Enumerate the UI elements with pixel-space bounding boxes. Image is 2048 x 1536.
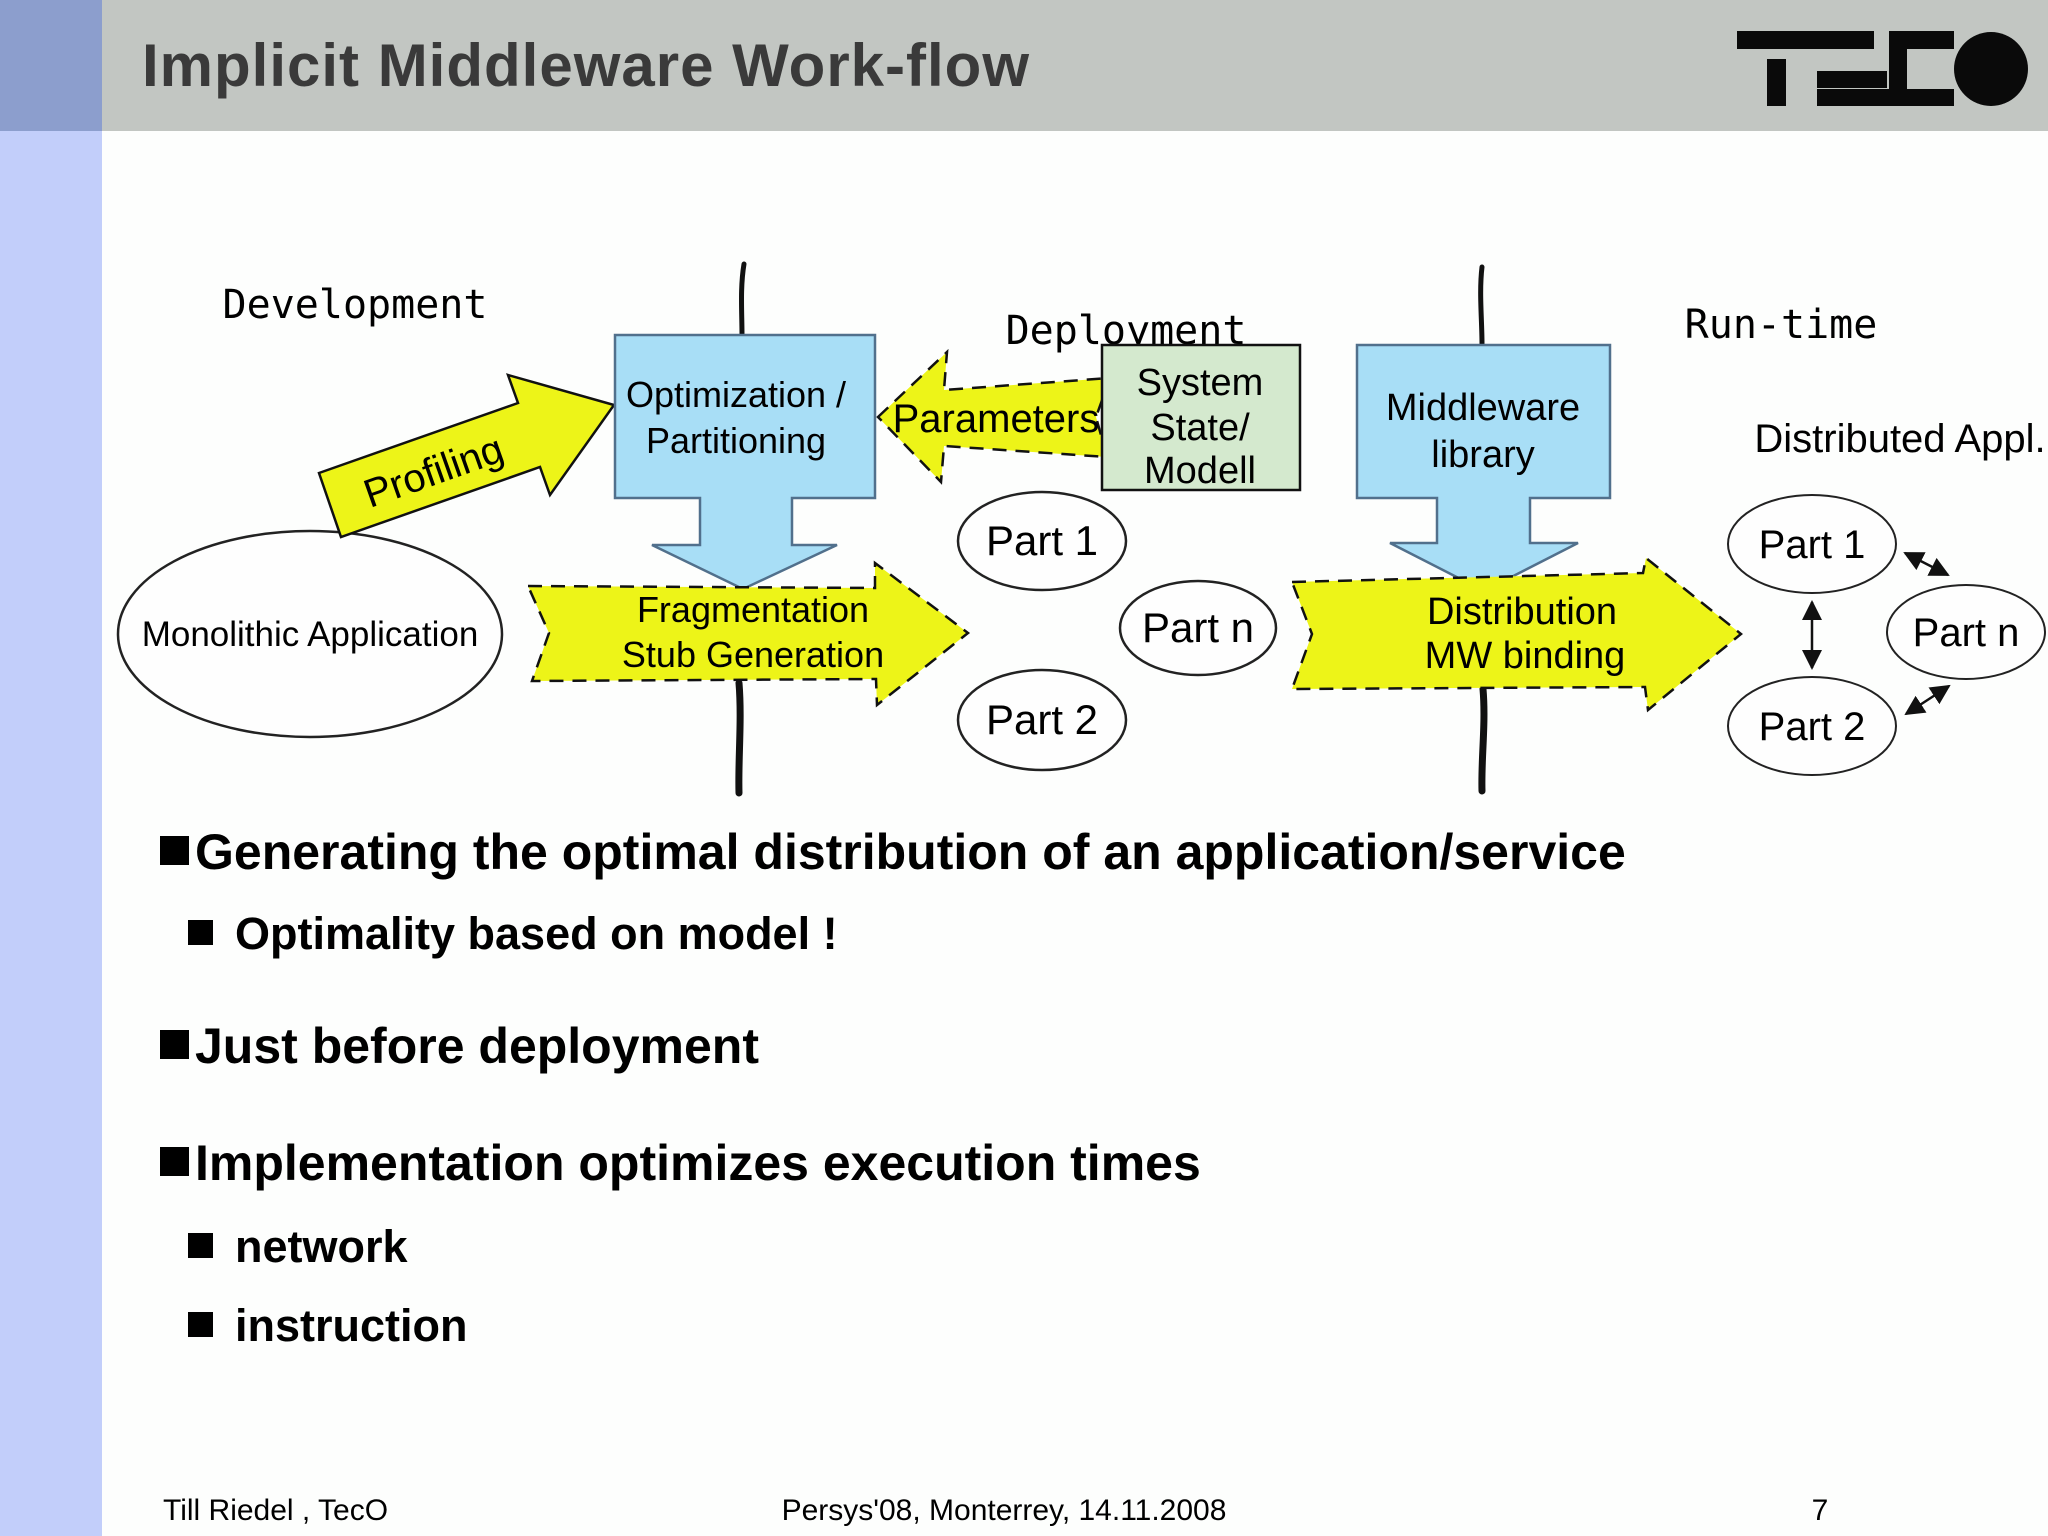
system-state-label-line1: System <box>1137 362 1264 404</box>
fragmentation-arrow <box>526 560 971 708</box>
logo-bar <box>1817 71 1887 88</box>
sidebar <box>0 131 102 1536</box>
footer-page-number: 7 <box>1811 1494 1829 1527</box>
deployment-part2-node <box>956 668 1128 772</box>
system-state-model-box <box>1100 343 1302 492</box>
divider-stroke-development-deployment-bottom <box>735 679 744 797</box>
parameters-arrow <box>876 348 1112 485</box>
runtime-part1-label: Part 1 <box>1759 523 1866 567</box>
bullet-text: Generating the optimal distribution of a… <box>195 824 1626 880</box>
deployment-part2-label: Part 2 <box>986 696 1098 743</box>
system-state-label-line2: State/ <box>1150 407 1250 449</box>
runtime-partn-label: Part n <box>1913 611 2020 655</box>
connector-part1-partn <box>1903 551 1950 577</box>
distribution-arrow-label-line2: MW binding <box>1425 635 1626 677</box>
runtime-part2-node <box>1727 676 1897 776</box>
square-bullet-icon <box>188 1233 213 1258</box>
fragmentation-arrow-label-line1: Fragmentation <box>637 589 869 630</box>
parameters-arrow-label: Parameters <box>893 397 1100 441</box>
square-bullet-icon <box>160 1147 189 1176</box>
optimization-label-line2: Partitioning <box>646 420 826 461</box>
monolithic-application-label: Monolithic Application <box>142 615 479 654</box>
deployment-partn-node <box>1118 579 1278 677</box>
square-bullet-icon <box>188 1312 213 1337</box>
bullet-item: Generating the optimal distribution of a… <box>160 824 1626 880</box>
optimization-label-line1: Optimization / <box>626 374 846 415</box>
logo-bar <box>1889 31 1907 106</box>
logo-bar <box>1817 89 1954 106</box>
fragmentation-arrow-label-line2: Stub Generation <box>622 634 884 675</box>
system-state-label-line3: Modell <box>1144 450 1256 492</box>
runtime-part1-node <box>1727 494 1897 594</box>
deployment-partn-label: Part n <box>1142 604 1254 651</box>
profiling-arrow <box>317 373 617 539</box>
distribution-arrow-label-line1: Distribution <box>1427 591 1617 633</box>
logo-dot <box>1954 32 2028 106</box>
bullet-item: network <box>188 1221 408 1273</box>
bullet-text: Optimality based on model ! <box>235 908 838 959</box>
logo-bar <box>1737 31 1874 49</box>
title-bar: Implicit Middleware Work-flow <box>102 0 2048 131</box>
bullet-item: instruction <box>188 1300 468 1352</box>
divider-stroke-development-deployment-top <box>739 261 747 339</box>
square-bullet-icon <box>160 836 189 865</box>
middleware-label-line2: library <box>1431 434 1534 476</box>
square-bullet-icon <box>188 920 213 945</box>
logo-bar <box>1767 59 1786 106</box>
optimization-partitioning-box <box>613 333 877 591</box>
footer-venue: Persys'08, Monterrey, 14.11.2008 <box>781 1494 1227 1527</box>
bullet-text: Implementation optimizes execution times <box>195 1135 1201 1191</box>
sidebar-top-block <box>0 0 102 131</box>
deployment-part1-node <box>956 490 1128 592</box>
bullet-text: network <box>235 1221 408 1272</box>
bullet-item: Implementation optimizes execution times <box>160 1135 1201 1191</box>
divider-stroke-deployment-runtime-bottom <box>1478 685 1488 795</box>
bullet-text: Just before deployment <box>195 1018 759 1074</box>
middleware-label-line1: Middleware <box>1386 387 1580 429</box>
page-title: Implicit Middleware Work-flow <box>142 32 1030 99</box>
monolithic-application-node <box>116 529 504 739</box>
runtime-partn-node <box>1886 584 2046 680</box>
distribution-arrow <box>1290 555 1743 713</box>
bullet-text: instruction <box>235 1300 468 1351</box>
runtime-part2-label: Part 2 <box>1759 705 1866 749</box>
footer-author: Till Riedel , TecO <box>163 1494 389 1527</box>
phase-label-runtime: Run-time <box>1685 302 1878 348</box>
bullet-item: Optimality based on model ! <box>188 908 838 960</box>
distributed-appl-label: Distributed Appl. <box>1754 417 2045 461</box>
middleware-library-box <box>1355 343 1612 593</box>
square-bullet-icon <box>160 1030 189 1059</box>
bullet-item: Just before deployment <box>160 1018 759 1074</box>
teco-logo-icon <box>1737 31 2028 106</box>
deployment-part1-label: Part 1 <box>986 517 1098 564</box>
divider-stroke-deployment-runtime-top <box>1478 264 1485 347</box>
connector-part2-partn <box>1904 684 1951 716</box>
phase-label-development: Development <box>223 282 488 328</box>
